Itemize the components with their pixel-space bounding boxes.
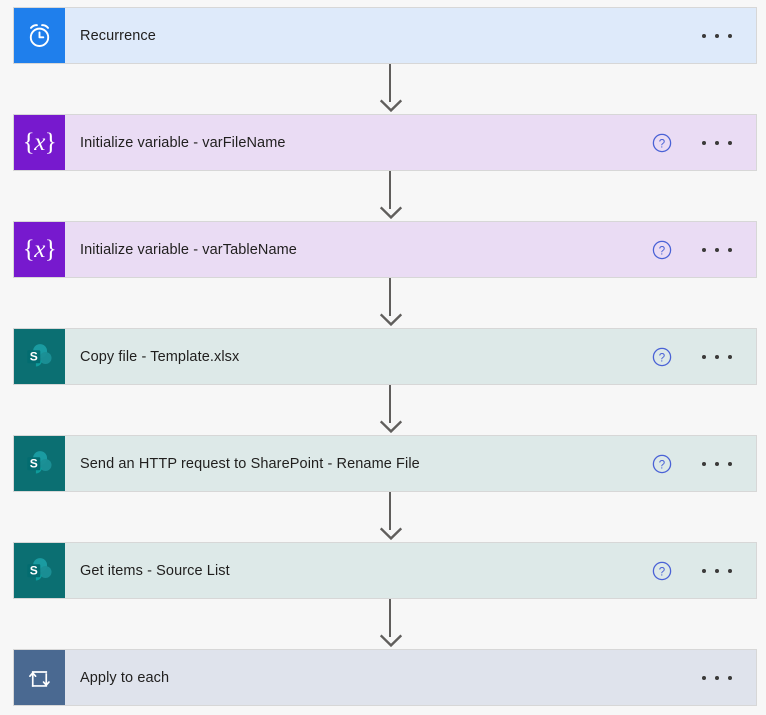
more-commands-button[interactable]: [702, 33, 732, 38]
ellipsis-dot: [728, 140, 732, 145]
ellipsis-dot: [702, 675, 706, 680]
ellipsis-dot: [728, 33, 732, 38]
ellipsis-dot: [728, 568, 732, 573]
ellipsis-dot: [715, 461, 719, 466]
flow-connector-arrow: [378, 599, 404, 649]
connector-line: [389, 64, 391, 102]
connector-arrowhead: [378, 634, 404, 648]
flow-step-card-http-request-rename-file[interactable]: S Send an HTTP request to SharePoint - Re…: [13, 435, 757, 492]
flow-step-title: Get items - Source List: [80, 562, 230, 579]
ellipsis-dot: [715, 247, 719, 252]
more-commands-button[interactable]: [702, 247, 732, 252]
flow-connector-arrow: [378, 64, 404, 114]
ellipsis-dot: [702, 140, 706, 145]
sharepoint-icon: S: [14, 329, 65, 384]
connector-arrowhead: [378, 527, 404, 541]
help-icon[interactable]: ?: [651, 453, 673, 475]
flow-step-body: Apply to each: [65, 650, 756, 705]
sharepoint-icon: S: [14, 543, 65, 598]
flow-step-card-copy-file-template[interactable]: S Copy file - Template.xlsx?: [13, 328, 757, 385]
connector-line: [389, 385, 391, 423]
flow-step-body: Get items - Source List?: [65, 543, 756, 598]
connector-arrowhead: [378, 420, 404, 434]
ellipsis-dot: [728, 675, 732, 680]
flow-step-body: Send an HTTP request to SharePoint - Ren…: [65, 436, 756, 491]
flow-connector-arrow: [378, 171, 404, 221]
ellipsis-dot: [715, 33, 719, 38]
loop-repeat-icon: [14, 650, 65, 705]
ellipsis-dot: [702, 247, 706, 252]
ellipsis-dot: [715, 140, 719, 145]
flow-connector-arrow: [378, 492, 404, 542]
variable-braces-icon: {x}: [14, 115, 65, 170]
flow-step-title: Recurrence: [80, 27, 156, 44]
flow-step-body: Copy file - Template.xlsx?: [65, 329, 756, 384]
ellipsis-dot: [702, 354, 706, 359]
connector-line: [389, 171, 391, 209]
svg-text:?: ?: [659, 352, 665, 364]
connector-line: [389, 492, 391, 530]
svg-text:S: S: [30, 349, 38, 363]
flow-step-title: Copy file - Template.xlsx: [80, 348, 240, 365]
ellipsis-dot: [702, 461, 706, 466]
more-commands-button[interactable]: [702, 140, 732, 145]
flow-connector-arrow: [378, 385, 404, 435]
ellipsis-dot: [702, 33, 706, 38]
svg-text:S: S: [30, 563, 38, 577]
more-commands-button[interactable]: [702, 675, 732, 680]
svg-text:?: ?: [659, 566, 665, 578]
ellipsis-dot: [728, 247, 732, 252]
connector-arrowhead: [378, 206, 404, 220]
svg-text:?: ?: [659, 138, 665, 150]
variable-braces-icon: {x}: [14, 222, 65, 277]
flow-step-title: Send an HTTP request to SharePoint - Ren…: [80, 455, 420, 472]
svg-text:?: ?: [659, 245, 665, 257]
svg-text:?: ?: [659, 459, 665, 471]
flow-connector-arrow: [378, 278, 404, 328]
ellipsis-dot: [715, 568, 719, 573]
sharepoint-icon: S: [14, 436, 65, 491]
flow-step-body: Recurrence: [65, 8, 756, 63]
connector-line: [389, 278, 391, 316]
alarm-clock-icon: [14, 8, 65, 63]
more-commands-button[interactable]: [702, 568, 732, 573]
flow-step-body: Initialize variable - varFileName?: [65, 115, 756, 170]
flow-step-card-init-var-filename[interactable]: {x}Initialize variable - varFileName?: [13, 114, 757, 171]
help-icon[interactable]: ?: [651, 346, 673, 368]
flow-step-body: Initialize variable - varTableName?: [65, 222, 756, 277]
help-icon[interactable]: ?: [651, 132, 673, 154]
ellipsis-dot: [715, 354, 719, 359]
connector-arrowhead: [378, 313, 404, 327]
more-commands-button[interactable]: [702, 461, 732, 466]
help-icon[interactable]: ?: [651, 239, 673, 261]
svg-text:S: S: [30, 456, 38, 470]
flow-step-title: Initialize variable - varFileName: [80, 134, 286, 151]
ellipsis-dot: [715, 675, 719, 680]
flow-step-card-apply-to-each[interactable]: Apply to each: [13, 649, 757, 706]
ellipsis-dot: [728, 354, 732, 359]
ellipsis-dot: [702, 568, 706, 573]
connector-line: [389, 599, 391, 637]
flow-step-card-init-var-tablename[interactable]: {x}Initialize variable - varTableName?: [13, 221, 757, 278]
ellipsis-dot: [728, 461, 732, 466]
connector-arrowhead: [378, 99, 404, 113]
help-icon[interactable]: ?: [651, 560, 673, 582]
flow-step-card-recurrence[interactable]: Recurrence: [13, 7, 757, 64]
flow-step-title: Initialize variable - varTableName: [80, 241, 297, 258]
flow-step-title: Apply to each: [80, 669, 170, 686]
flow-step-card-get-items-source-list[interactable]: S Get items - Source List?: [13, 542, 757, 599]
more-commands-button[interactable]: [702, 354, 732, 359]
